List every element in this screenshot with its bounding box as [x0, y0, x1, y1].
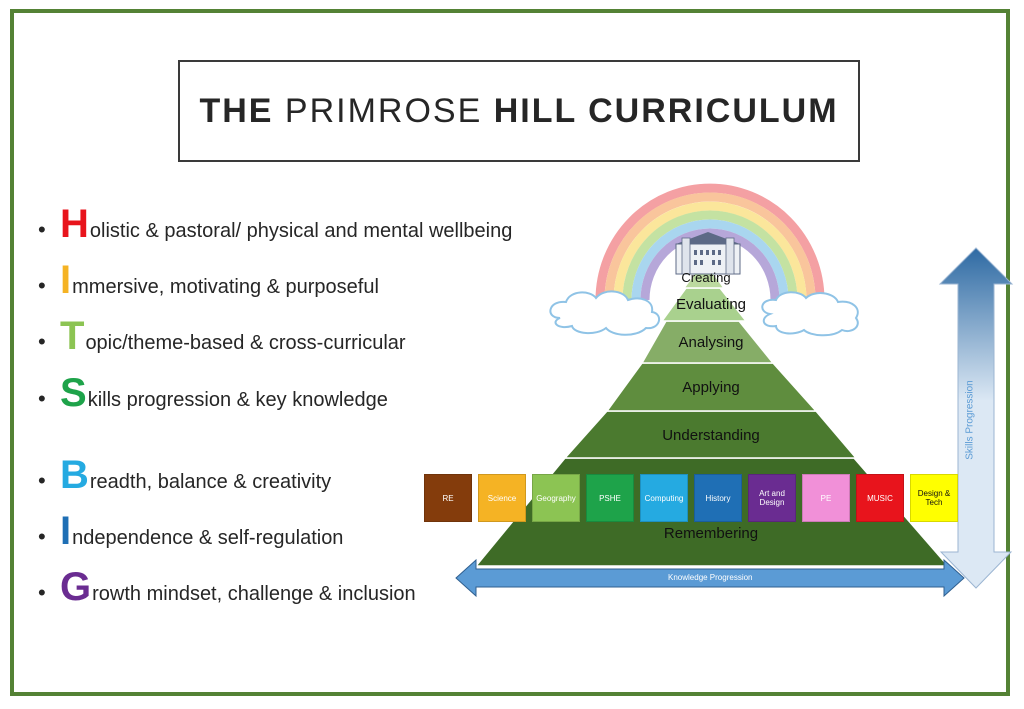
- page-title: THE PRIMROSE HILL CURRICULUM: [178, 60, 860, 162]
- title-part-3: HILL CURRICULUM: [493, 91, 839, 130]
- acronym-item-i: • I mmersive, motivating & purposeful: [38, 258, 379, 303]
- cloud-left-icon: [549, 290, 661, 336]
- subject-geography: Geography: [532, 474, 580, 522]
- bullet-icon: •: [38, 524, 46, 549]
- bullet-icon: •: [38, 217, 46, 242]
- acronym-item-h: • H olistic & pastoral/ physical and men…: [38, 202, 512, 247]
- bullet-icon: •: [38, 273, 46, 298]
- title-part-2: PRIMROSE: [284, 91, 483, 130]
- acronym-letter: S: [60, 371, 87, 415]
- acronym-letter: B: [60, 453, 89, 497]
- page-border: [10, 9, 1010, 696]
- acronym-item-b: • B readth, balance & creativity: [38, 453, 331, 498]
- acronym-text: olistic & pastoral/ physical and mental …: [89, 220, 513, 242]
- acronym-text: ndependence & self-regulation: [72, 527, 344, 549]
- acronym-text: readth, balance & creativity: [89, 471, 332, 493]
- acronym-text: mmersive, motivating & purposeful: [72, 276, 379, 298]
- level-label-remembering: Remembering: [663, 525, 759, 542]
- subject-label: Computing: [644, 493, 684, 503]
- subject-music: MUSIC: [856, 474, 904, 522]
- subject-re: RE: [424, 474, 472, 522]
- school-building-icon: [675, 232, 741, 275]
- subject-art-and-design: Art and Design: [748, 474, 796, 522]
- title-part-1: THE: [199, 91, 274, 130]
- level-label-creating: Creating: [681, 270, 731, 285]
- subject-label: PSHE: [599, 493, 621, 503]
- subject-label: MUSIC: [867, 493, 893, 503]
- knowledge-progression-label: Knowledge Progression: [668, 573, 753, 582]
- subject-label: RE: [442, 493, 454, 503]
- bullet-icon: •: [38, 580, 46, 605]
- subject-science: Science: [478, 474, 526, 522]
- subject-computing: Computing: [640, 474, 688, 522]
- subject-pe: PE: [802, 474, 850, 522]
- subject-pshe: PSHE: [586, 474, 634, 522]
- subject-design-and-tech: Design & Tech: [910, 474, 958, 522]
- acronym-letter: I: [60, 258, 72, 302]
- acronym-item-i2: • I ndependence & self-regulation: [38, 509, 343, 554]
- level-label-applying: Applying: [682, 379, 740, 396]
- acronym-letter: I: [60, 509, 72, 553]
- subject-label: Art and Design: [759, 489, 785, 507]
- subject-history: History: [694, 474, 742, 522]
- cloud-right-icon: [761, 291, 859, 337]
- acronym-item-g: • G rowth mindset, challenge & inclusion: [38, 565, 416, 610]
- bullet-icon: •: [38, 468, 46, 493]
- acronym-letter: G: [60, 565, 92, 609]
- skills-progression-arrow: [938, 247, 1014, 589]
- rainbow-icon: [595, 183, 825, 301]
- subject-label: Design & Tech: [917, 489, 951, 507]
- subject-label: PE: [820, 493, 832, 503]
- skills-progression-label: Skills Progression: [964, 380, 976, 460]
- acronym-text: rowth mindset, challenge & inclusion: [92, 583, 416, 605]
- acronym-item-t: • T opic/theme-based & cross-curricular: [38, 314, 406, 359]
- level-label-evaluating: Evaluating: [675, 296, 747, 313]
- acronym-text: kills progression & key knowledge: [87, 389, 388, 411]
- acronym-item-s: • S kills progression & key knowledge: [38, 371, 388, 416]
- acronym-letter: H: [60, 202, 89, 246]
- subject-label: Geography: [536, 493, 576, 503]
- subject-label: Science: [487, 493, 517, 503]
- acronym-letter: T: [60, 314, 85, 358]
- level-label-understanding: Understanding: [662, 427, 760, 444]
- bullet-icon: •: [38, 329, 46, 354]
- level-label-analysing: Analysing: [678, 334, 744, 351]
- knowledge-progression-arrow: [455, 558, 965, 598]
- acronym-text: opic/theme-based & cross-curricular: [85, 332, 406, 354]
- bullet-icon: •: [38, 386, 46, 411]
- subject-label: History: [705, 493, 731, 503]
